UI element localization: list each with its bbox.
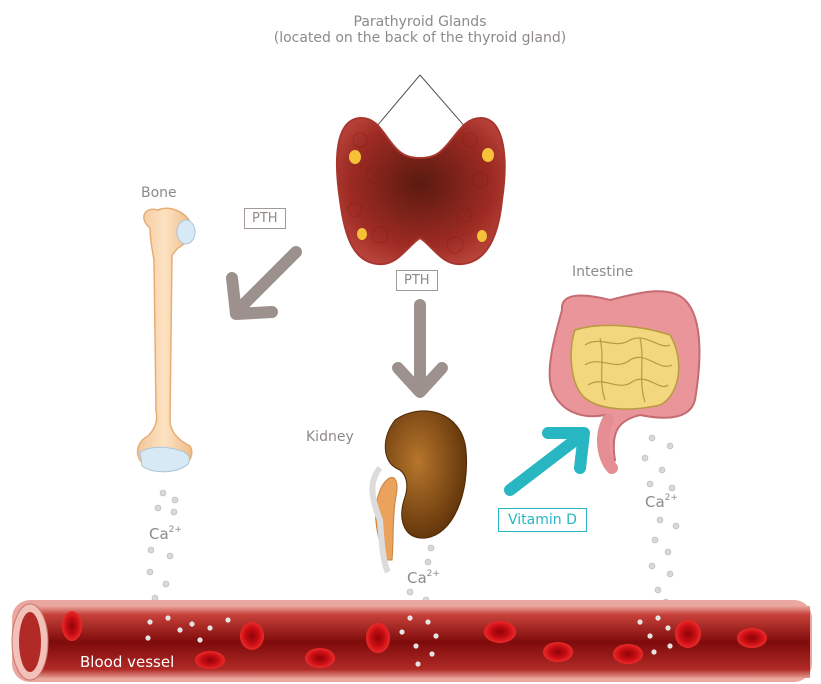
pth-kidney-box: PTH (396, 270, 438, 291)
calcium-label-bone: Ca2+ (149, 525, 182, 543)
bone-label: Bone (141, 185, 177, 201)
blood-vessel-label: Blood vessel (80, 653, 174, 671)
red-blood-cell (62, 611, 82, 641)
red-blood-cell (366, 623, 390, 653)
red-blood-cell (195, 651, 225, 669)
red-blood-cell (737, 628, 767, 648)
parathyroid-title-line2: (located on the back of the thyroid glan… (230, 30, 610, 46)
red-blood-cell (484, 621, 516, 643)
vitamin-d-box: Vitamin D (498, 508, 587, 532)
calcium-symbol: Ca (149, 525, 169, 543)
calcium-charge: 2+ (169, 525, 182, 535)
parathyroid-gland-icon (349, 150, 361, 164)
parathyroid-gland-icon (357, 228, 367, 240)
kidney-label: Kidney (306, 429, 354, 445)
calcium-label-kidney: Ca2+ (407, 569, 440, 587)
red-blood-cell (675, 620, 701, 648)
intestine-label: Intestine (572, 264, 633, 280)
red-blood-cell (305, 648, 335, 668)
red-blood-cell (240, 622, 264, 650)
calcium-symbol: Ca (407, 569, 427, 587)
red-blood-cell (613, 644, 643, 664)
arrow-to-kidney (398, 305, 442, 392)
arrow-to-bone (232, 252, 296, 314)
red-blood-cell (543, 642, 573, 662)
calcium-charge: 2+ (427, 569, 440, 579)
arrow-to-intestine (510, 433, 584, 490)
calcium-particles-intestine (642, 435, 679, 605)
calcium-particles-bone (147, 490, 178, 609)
thyroid-gland (337, 118, 505, 264)
parathyroid-gland-icon (477, 230, 487, 242)
parathyroid-title-line1: Parathyroid Glands (230, 14, 610, 30)
bone-icon (138, 208, 195, 471)
kidney-icon (372, 411, 466, 572)
calcium-symbol: Ca (645, 493, 665, 511)
parathyroid-title: Parathyroid Glands (located on the back … (230, 14, 610, 46)
pth-bone-box: PTH (244, 208, 286, 229)
parathyroid-gland-icon (482, 148, 494, 162)
calcium-label-intestine: Ca2+ (645, 493, 678, 511)
calcium-charge: 2+ (665, 493, 678, 503)
